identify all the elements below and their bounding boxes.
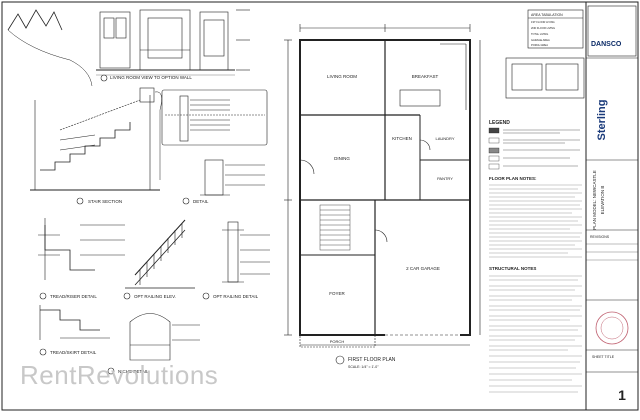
room-label-dining: DINING (334, 156, 350, 161)
sheet-number: 1 (618, 387, 626, 403)
opt-railing-elev-title: OPT RAILING ELEV. (134, 294, 176, 299)
living-room-view-detail: LIVING ROOM VIEW TO OPTION WALL (7, 9, 250, 87)
legend-title: LEGEND (489, 120, 510, 126)
notes-column: AREA TABULATION 1ST FLOOR LIVING 2ND FLO… (488, 9, 585, 393)
company-name: DANSCO (591, 41, 622, 48)
opt-railing-detail-title: OPT RAILING DETAIL (213, 294, 259, 299)
tread-skirt-detail: TREAD/SKIRT DETAIL (39, 305, 110, 356)
structural-notes-title: STRUCTURAL NOTES (489, 266, 536, 271)
revisions-label: REVISIONS (590, 235, 610, 239)
stair-section-title: STAIR SECTION (88, 199, 122, 204)
room-label-pantry: PANTRY (437, 176, 453, 181)
niche-detail: NICHE DETAIL (107, 313, 200, 375)
watermark: RentRevolutions (20, 360, 219, 390)
area-row: 2ND FLOOR LIVING (531, 26, 555, 30)
plan-scale: SCALE: 1/4" = 1'-0" (348, 365, 379, 369)
opt-railing-elevation: OPT RAILING ELEV. (123, 219, 195, 300)
sheet-title-label: SHEET TITLE (592, 355, 615, 359)
room-label-living: LIVING ROOM (327, 74, 357, 79)
area-row: GARAGE AREA (531, 38, 550, 42)
stair-section-detail: STAIR SECTION (30, 87, 162, 205)
detail-title: DETAIL (193, 199, 209, 204)
room-label-foyer: FOYER (329, 291, 345, 296)
living-room-view-title: LIVING ROOM VIEW TO OPTION WALL (110, 75, 192, 80)
opt-railing-detail: OPT RAILING DETAIL (202, 221, 270, 300)
tread-skirt-title: TREAD/SKIRT DETAIL (50, 350, 97, 355)
room-label-laundry: LAUNDRY (435, 136, 454, 141)
niche-title: NICHE DETAIL (118, 369, 149, 374)
tread-riser-title: TREAD/RISER DETAIL (50, 294, 97, 299)
brand-logo: Sterling (596, 100, 608, 141)
floor-plan-notes-title: FLOOR PLAN NOTES: (489, 176, 537, 181)
plan-title: FIRST FLOOR PLAN (348, 357, 396, 363)
elevation-label: ELEVATION B (600, 186, 605, 215)
wall-detail: DETAIL (161, 89, 268, 205)
first-floor-plan: LIVING ROOM BREAKFAST KITCHEN DINING PAN… (284, 24, 481, 369)
tread-riser-detail: TREAD/RISER DETAIL (38, 218, 125, 300)
room-label-porch: PORCH (330, 339, 345, 344)
area-row: PORCH AREA (531, 43, 548, 47)
area-row: 1ST FLOOR LIVING (531, 20, 555, 24)
title-block: DANSCO Sterling PLAN MODEL: NEWCASTLE EL… (585, 2, 638, 410)
area-tabulation-title: AREA TABULATION (531, 13, 563, 17)
room-label-breakfast: BREAKFAST (412, 74, 439, 79)
plan-model-name: PLAN MODEL: NEWCASTLE (592, 170, 597, 230)
room-label-garage: 2 CAR GARAGE (406, 266, 440, 271)
area-row: TOTAL LIVING (531, 32, 548, 36)
room-label-kitchen: KITCHEN (392, 136, 412, 141)
